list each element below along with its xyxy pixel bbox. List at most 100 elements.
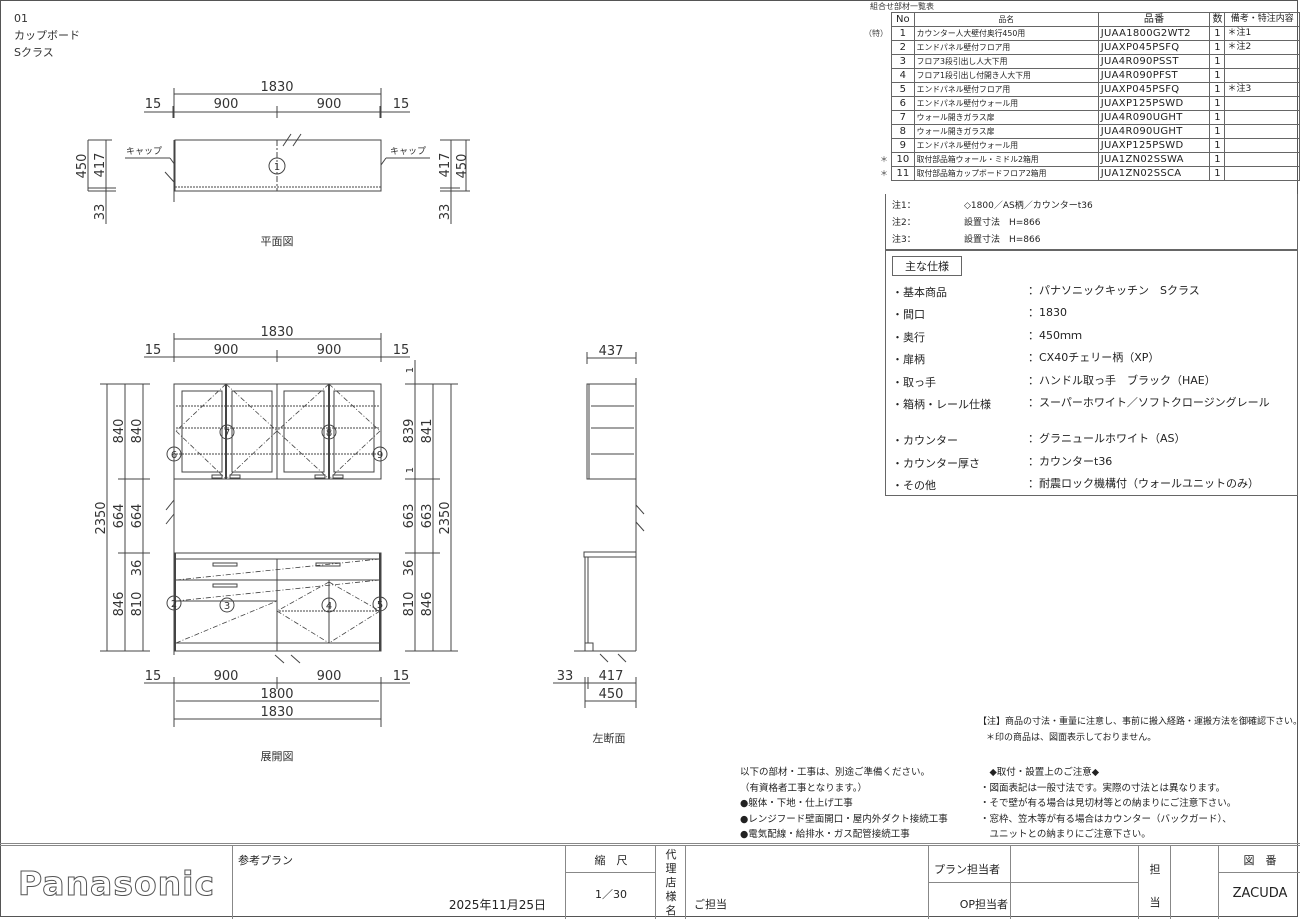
row-no: 2 <box>891 40 915 55</box>
header-code: 品番 <box>1097 12 1211 27</box>
header-name: 品名 <box>913 12 1099 27</box>
row-mark <box>862 111 892 125</box>
row-note: ＊注3 <box>1224 82 1300 97</box>
row-qty: 1 <box>1209 138 1226 153</box>
note-value: ◇1800／AS柄／カウンターt36 <box>964 201 1093 211</box>
spec-key: ・カウンター <box>892 434 958 447</box>
elev-marker-5: 5 <box>377 600 383 611</box>
elev-left-810: 810 <box>130 592 145 617</box>
drawing-number-cell: 図 番 ZACUDA <box>1218 846 1300 919</box>
spec-value: ：パナソニックキッチン Sクラス <box>1028 284 1200 297</box>
drawing-no-value: ZACUDA <box>1232 886 1288 901</box>
spec-key: ・間口 <box>892 308 925 321</box>
agency-char: 様 <box>665 890 677 903</box>
row-note <box>1224 166 1300 181</box>
row-note: ＊注1 <box>1224 26 1300 41</box>
row-qty: 1 <box>1209 82 1226 97</box>
elev-bottom-1830: 1830 <box>260 705 293 720</box>
row-mark: ＊ <box>880 155 888 164</box>
row-code: JUA4R090PFST <box>1097 68 1211 83</box>
plan-date: 2025年11月25日 <box>448 898 546 912</box>
parts-notes: 注1：◇1800／AS柄／カウンターt36 注2：設置寸法 H=866 注3：設… <box>885 194 1298 250</box>
elev-marker-3: 3 <box>224 601 230 612</box>
row-name: ウォール開きガラス扉 <box>913 110 1099 125</box>
spec-row-door: ・扉柄：CX40チェリー柄（XP） <box>892 351 1288 367</box>
row-name: 取付部品箱カップボードフロア2箱用 <box>913 166 1099 181</box>
spec-value: ：スーパーホワイト／ソフトクロージングレール <box>1028 396 1270 409</box>
separate-works-line: （有資格者工事となります。） <box>740 782 868 794</box>
note-key: 注3： <box>892 235 916 245</box>
drawing-no-label: 図 番 <box>1243 854 1277 867</box>
spec-key: ・扉柄 <box>892 353 925 366</box>
row-code: JUAA1800G2WT2 <box>1097 26 1211 41</box>
elev-right-839: 839 <box>402 419 417 444</box>
agency-char: 名 <box>665 904 677 917</box>
row-note <box>1224 54 1300 69</box>
row-name: 取付部品箱ウォール・ミドル2箱用 <box>913 152 1099 167</box>
install-note-line: ・図面表記は一般寸法です。実際の寸法とは異なります。 <box>980 782 1226 794</box>
plan-dim-total: 1830 <box>260 80 293 95</box>
person-values-cell <box>1010 846 1139 919</box>
plan-depth-417-right: 417 <box>438 153 453 178</box>
panasonic-logo: Panasonic <box>17 864 216 904</box>
plan-depth-417-left: 417 <box>93 153 108 178</box>
elev-right-2350: 2350 <box>438 501 453 534</box>
row-note <box>1224 68 1300 83</box>
elev-bottom-left: 15 <box>145 669 162 684</box>
drawings-canvas: 1830 15 900 900 15 キャップ キャップ 450 417 33 … <box>75 80 645 763</box>
elev-dim-mid2: 900 <box>317 343 342 358</box>
row-mark <box>862 69 892 83</box>
spec-key: ・箱柄・レール仕様 <box>892 398 991 411</box>
warning-notes: 【注】商品の寸法・重量に注意し、事前に搬入経路・運搬方法を御確認下さい。 ＊印の… <box>978 715 1300 746</box>
row-no: 4 <box>891 68 915 83</box>
row-qty: 1 <box>1209 68 1226 83</box>
row-code: JUAXP045PSFQ <box>1097 40 1211 55</box>
note-value: 設置寸法 H=866 <box>964 235 1041 245</box>
spec-key: ・その他 <box>892 479 936 492</box>
elev-right-663a: 663 <box>402 504 417 529</box>
elev-right-810: 810 <box>402 592 417 617</box>
op-person-field[interactable] <box>1013 886 1137 916</box>
spec-row-box-rail: ・箱柄・レール仕様 ：スーパーホワイト／ソフトクロージングレール <box>892 396 1288 412</box>
series-name: Sクラス <box>14 46 54 59</box>
install-note-line: ・そで壁が有る場合は見切材等との納まりにご注意下さい。 <box>980 798 1237 809</box>
plan-view <box>87 88 470 224</box>
install-note-line: ユニットとの納まりにご注意下さい。 <box>980 829 1151 840</box>
row-note <box>1224 110 1300 125</box>
row-no: 8 <box>891 124 915 139</box>
drawing-number: 01 <box>14 12 28 25</box>
note-2: 注2：設置寸法 H=866 <box>892 215 1041 228</box>
row-mark <box>862 97 892 111</box>
separate-works: 以下の部材・工事は、別途ご準備ください。 （有資格者工事となります。） ●躯体・… <box>740 765 948 843</box>
elev-marker-8: 8 <box>326 428 332 439</box>
spec-value: ：450ｍｍ <box>1028 329 1082 342</box>
row-qty: 1 <box>1209 40 1226 55</box>
spec-value: ：ハンドル取っ手 ブラック（HAE） <box>1028 374 1216 387</box>
row-note <box>1224 152 1300 167</box>
row-no: 9 <box>891 138 915 153</box>
plan-marker-1: 1 <box>274 162 280 173</box>
row-note: ＊注2 <box>1224 40 1300 55</box>
elev-dim-total: 1830 <box>260 325 293 340</box>
elev-left-664a: 664 <box>112 504 127 529</box>
note-value: 設置寸法 H=866 <box>964 218 1041 228</box>
elev-dim-mid1: 900 <box>214 343 239 358</box>
plan-person-field[interactable] <box>1013 848 1137 880</box>
spec-key: ・基本商品 <box>892 286 947 299</box>
install-notes: ◆取付・設置上のご注意◆ ・図面表記は一般寸法です。実際の寸法とは異なります。 … <box>980 765 1236 843</box>
row-code: JUA1ZN02SSCA <box>1097 166 1211 181</box>
elev-marker-9: 9 <box>377 450 383 461</box>
row-name: エンドパネル壁付フロア用 <box>913 40 1099 55</box>
agency-char: 代 <box>665 848 677 861</box>
row-qty: 1 <box>1209 54 1226 69</box>
row-name: ウォール開きガラス扉 <box>913 124 1099 139</box>
row-code: JUA4R090PSST <box>1097 54 1211 69</box>
elev-left-846: 846 <box>112 592 127 617</box>
spec-row-counter-thickness: ・カウンター厚さ：カウンターt36 <box>892 455 1288 471</box>
stamp-cell[interactable] <box>1170 846 1219 919</box>
